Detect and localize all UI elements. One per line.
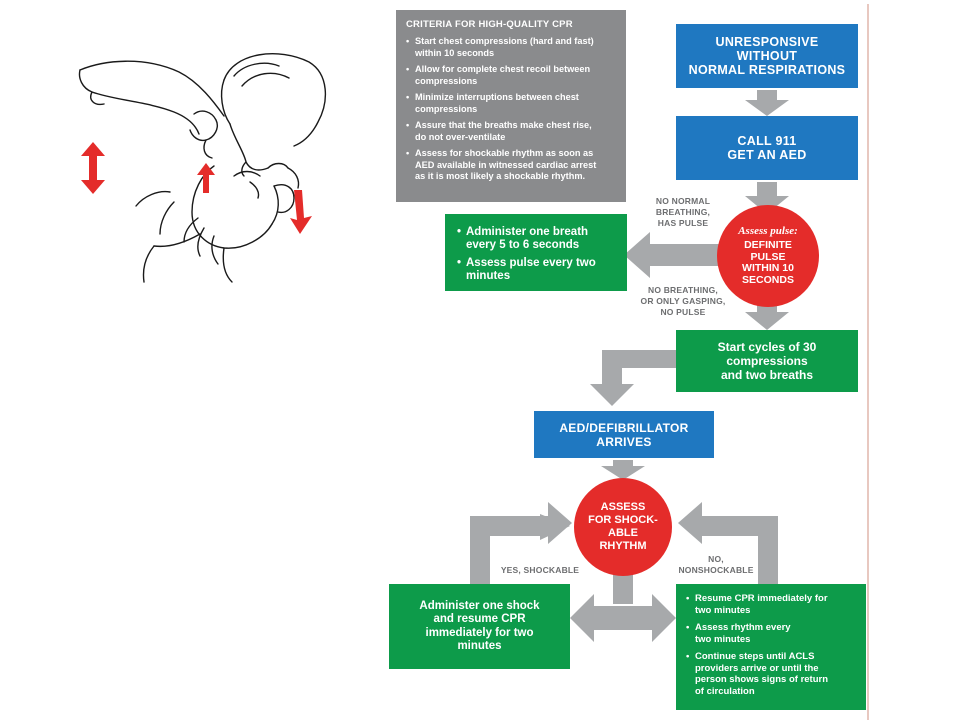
arrow-to-aed [590, 350, 678, 406]
unresponsive-box: UNRESPONSIVE WITHOUT NORMAL RESPIRATIONS [676, 24, 858, 88]
label-yes-shockable: YES, SHOCKABLE [500, 565, 580, 575]
arrow-to-call911 [745, 90, 789, 116]
criteria-item: Assure that the breaths make chest rise,… [406, 120, 617, 143]
criteria-box: CRITERIA FOR HIGH-QUALITY CPR Start ches… [396, 10, 626, 202]
rescuer-arm [79, 60, 225, 117]
assess-pulse-title: Assess pulse: [738, 224, 798, 237]
criteria-item: Assess for shockable rhythm as soon asAE… [406, 148, 617, 183]
up-arrow-icon [197, 163, 215, 193]
down-arrow-icon [290, 190, 312, 234]
arrow-to-assess-rhythm [601, 460, 645, 480]
label-no-breathing: NO BREATHING, OR ONLY GASPING, NO PULSE [640, 285, 726, 317]
call-911-box: CALL 911 GET AN AED [676, 116, 858, 180]
assess-pulse-circle: Assess pulse: DEFINITE PULSE WITHIN 10 S… [717, 205, 819, 307]
criteria-item: Allow for complete chest recoil betweenc… [406, 64, 617, 87]
shock-box: Administer one shock and resume CPR imme… [389, 584, 570, 669]
arrow-to-breath-box [624, 232, 722, 278]
arrow-to-assess-pulse [745, 182, 789, 214]
assess-rhythm-circle: ASSESS FOR SHOCK- ABLE RHYTHM [574, 478, 672, 576]
label-no-nonshockable: NO, NONSHOCKABLE [678, 554, 754, 575]
criteria-item: Minimize interruptions between chestcomp… [406, 92, 617, 115]
double-arrow-icon [81, 142, 105, 194]
arrow-split [570, 594, 676, 642]
criteria-item: Start chest compressions (hard and fast)… [406, 36, 617, 59]
criteria-list: Start chest compressions (hard and fast)… [406, 36, 617, 183]
label-no-normal-breathing: NO NORMAL BREATHING, HAS PULSE [655, 196, 711, 228]
aed-arrives-box: AED/DEFIBRILLATOR ARRIVES [534, 411, 714, 458]
right-border-line [867, 4, 869, 720]
cycles-box: Start cycles of 30 compressions and two … [676, 330, 858, 392]
rescuer-hand [189, 110, 218, 142]
arrow-to-cycles [745, 302, 789, 330]
patient-body [142, 245, 155, 283]
patient-head [191, 165, 273, 249]
arrow-resume-loop [678, 502, 778, 544]
criteria-title: CRITERIA FOR HIGH-QUALITY CPR [406, 19, 573, 30]
cpr-illustration [78, 53, 327, 283]
rescuer-hair [223, 53, 327, 147]
